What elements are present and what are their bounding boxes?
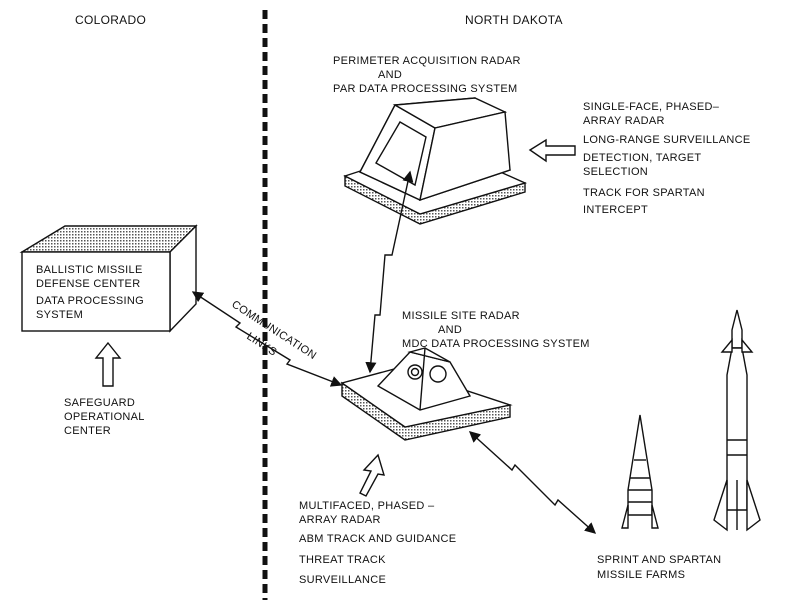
msr-title: MISSILE SITE RADAR AND MDC DATA PROCESSI… — [402, 310, 590, 350]
par-building — [343, 97, 528, 225]
spartan-missile-icon — [713, 309, 761, 532]
msr-input-arrow-icon — [359, 453, 385, 497]
north-dakota-label: NORTH DAKOTA — [465, 13, 563, 27]
msr-farm-link — [468, 431, 597, 534]
bmdc-building — [19, 224, 198, 333]
communication-link — [191, 291, 343, 387]
par-title: PERIMETER ACQUISITION RADAR AND PAR DATA… — [333, 55, 524, 95]
msr-features: MULTIFACED, PHASED – ARRAY RADAR ABM TRA… — [299, 500, 460, 586]
par-msr-link — [365, 170, 414, 374]
par-input-arrow-icon — [528, 138, 576, 163]
safeguard-input-arrow-icon — [94, 341, 122, 387]
msr-building — [340, 347, 513, 441]
par-features: SINGLE-FACE, PHASED– ARRAY RADAR LONG-RA… — [583, 101, 754, 216]
missile-farms-label: SPRINT AND SPARTAN MISSILE FARMS — [597, 554, 725, 581]
bmdc-label: BALLISTIC MISSILE DEFENSE CENTER DATA PR… — [36, 264, 147, 321]
colorado-label: COLORADO — [75, 13, 146, 27]
sprint-missile-icon — [621, 414, 659, 529]
safeguard-label: SAFEGUARD OPERATIONAL CENTER — [64, 397, 148, 437]
